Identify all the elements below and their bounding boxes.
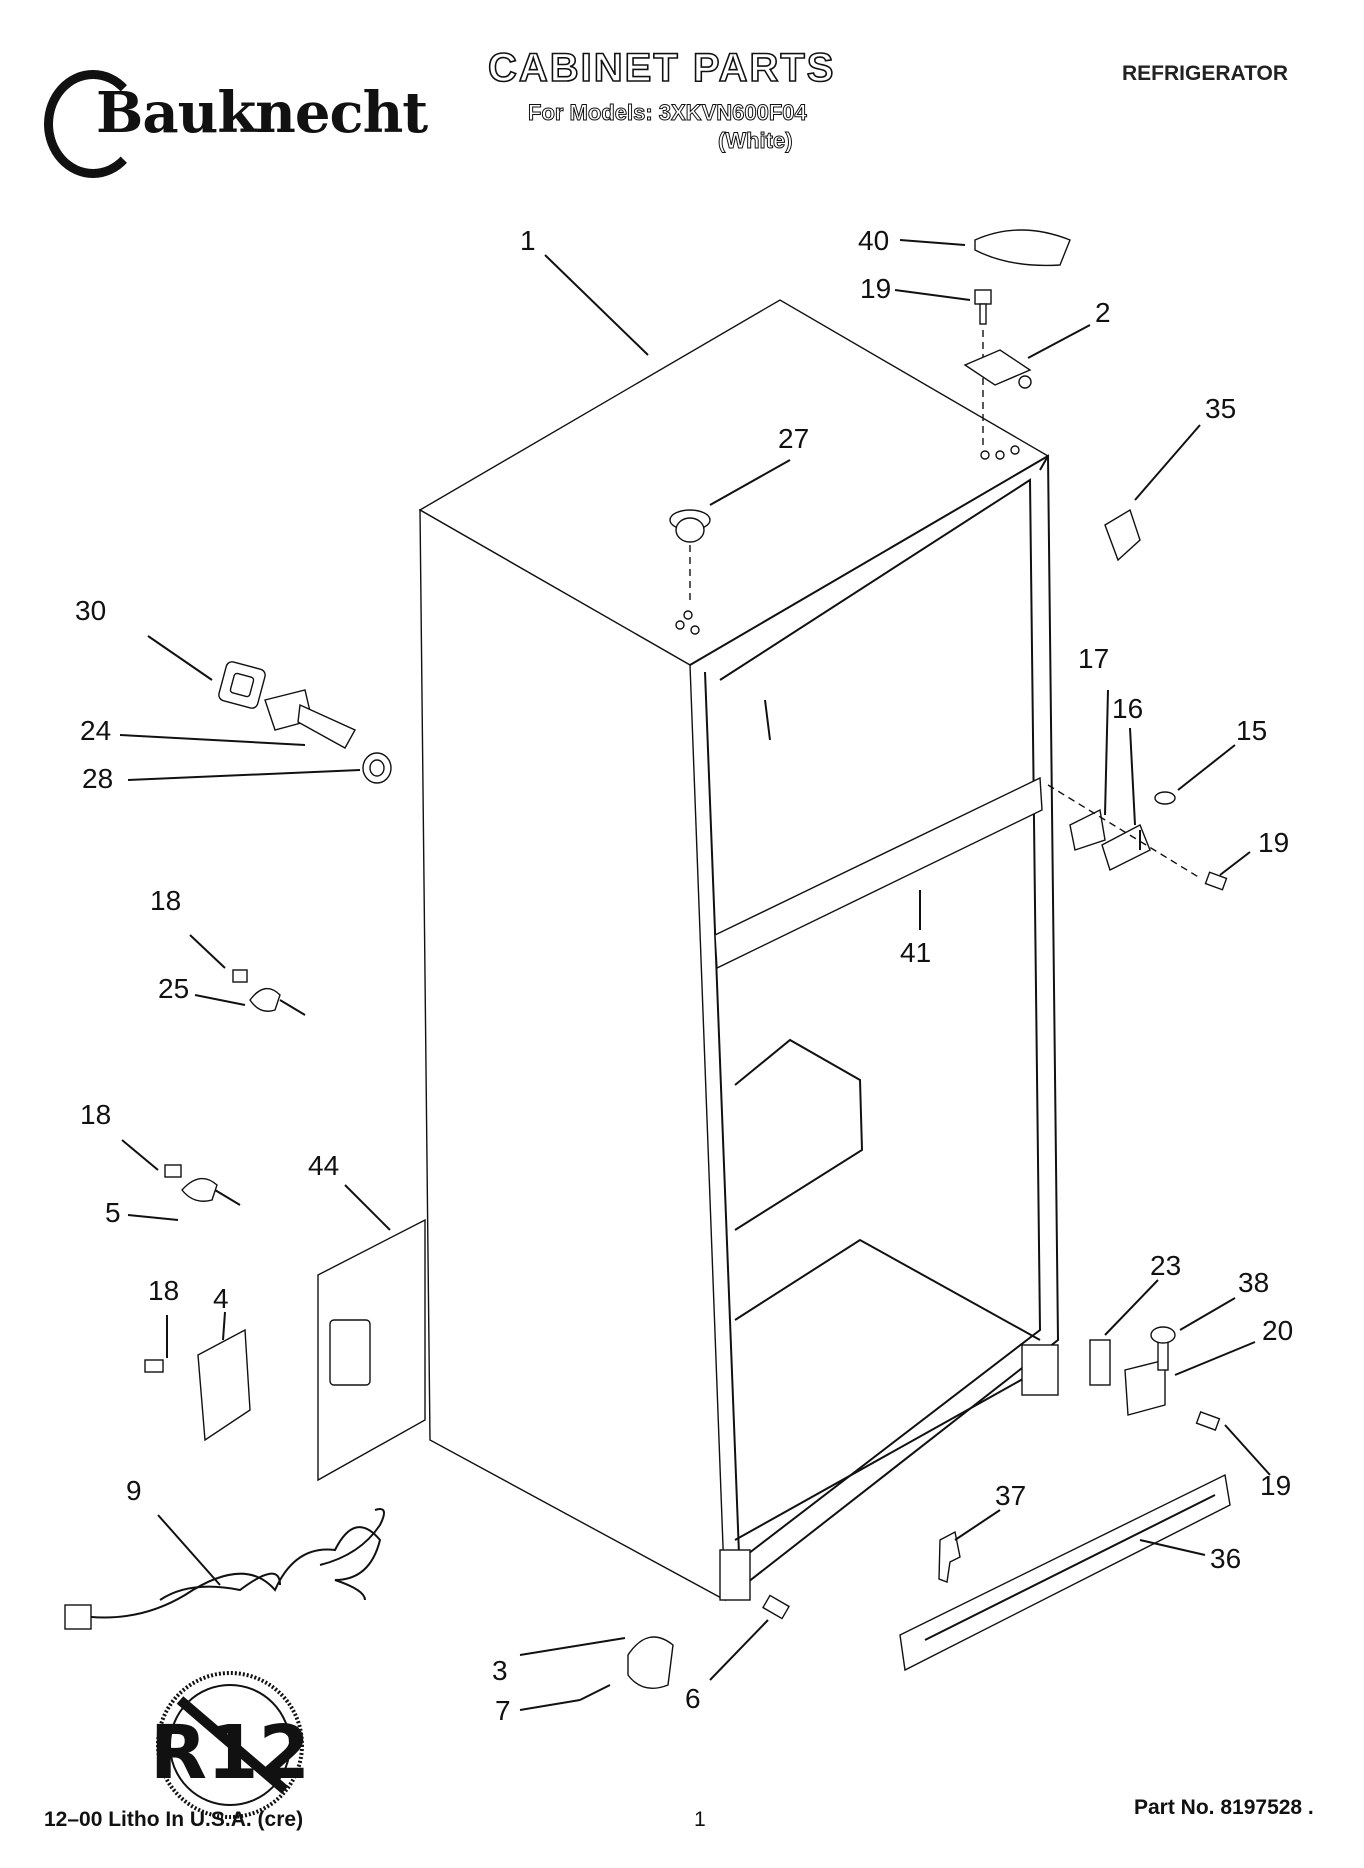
print-info: 12–00 Litho In U.S.A. (cre) (44, 1808, 304, 1831)
leg-screw (762, 1594, 790, 1620)
water-nut (362, 752, 392, 784)
callout-41: 41 (900, 937, 931, 968)
callout-4: 4 (213, 1283, 229, 1314)
water-gasket (218, 661, 266, 709)
callout-1: 1 (520, 225, 536, 256)
color-note: (White) (718, 128, 794, 154)
base-grille (899, 1473, 1231, 1672)
bottom-hinge-screw (1195, 1411, 1221, 1431)
leveling-leg-bracket (627, 1636, 674, 1689)
top-hinge-cover (974, 229, 1071, 267)
mid-hinge (1101, 824, 1151, 871)
no-r12-stamp: R12 (150, 1671, 310, 1819)
callout-5: 5 (105, 1197, 121, 1228)
callout-19-middle: 19 (1258, 827, 1289, 858)
part-number: Part No. 8197528 . (1134, 1796, 1314, 1819)
top-hinge (963, 349, 1032, 389)
callout-18-upper: 18 (150, 885, 181, 916)
callout-38: 38 (1238, 1267, 1269, 1298)
callout-3: 3 (492, 1655, 508, 1686)
callout-6: 6 (685, 1683, 701, 1714)
water-fitting (264, 689, 356, 749)
upper-tube-clamp (232, 969, 306, 1016)
bottom-hinge-shim (1089, 1339, 1111, 1386)
callout-44: 44 (308, 1150, 339, 1181)
callout-23: 23 (1150, 1250, 1181, 1281)
callout-2: 2 (1095, 297, 1111, 328)
access-cover (144, 1328, 251, 1442)
callout-labels: 1 2 3 4 5 6 7 9 15 16 17 18 18 18 19 19 … (75, 225, 1293, 1726)
callout-7: 7 (495, 1695, 511, 1726)
callout-18-lower: 18 (148, 1275, 179, 1306)
category-label: REFRIGERATOR (1122, 62, 1289, 85)
bottom-hinge (1124, 1339, 1169, 1416)
leader-lines (119, 239, 1271, 1711)
callout-30: 30 (75, 595, 106, 626)
top-plug-button (669, 509, 711, 605)
callout-27: 27 (778, 423, 809, 454)
power-cord (64, 1508, 385, 1630)
mid-hinge-shim (1069, 808, 1106, 851)
page-title: CABINET PARTS (487, 45, 836, 91)
callout-9: 9 (126, 1475, 142, 1506)
brand-name: Bauknecht (96, 80, 428, 146)
callout-36: 36 (1210, 1543, 1241, 1574)
callout-20: 20 (1262, 1315, 1293, 1346)
bracket-pin (579, 1684, 611, 1701)
bottom-hinge-washer (1150, 1326, 1176, 1344)
callout-28: 28 (82, 763, 113, 794)
callout-18-middle: 18 (80, 1099, 111, 1130)
mid-hinge-screw (1047, 784, 1228, 891)
callout-40: 40 (858, 225, 889, 256)
grille-clip (938, 1530, 961, 1583)
rear-panel (317, 1218, 426, 1482)
hinge-screw-top (974, 289, 992, 445)
mid-hinge-washer (1154, 791, 1176, 805)
callout-15: 15 (1236, 715, 1267, 746)
callout-19-bottom: 19 (1260, 1470, 1291, 1501)
models-line: For Models: 3XKVN600F04 (528, 100, 808, 126)
callout-24: 24 (80, 715, 111, 746)
logo-ring (44, 70, 142, 178)
callout-25: 25 (158, 973, 189, 1004)
stamp-text: R12 (150, 1710, 310, 1796)
callout-19-top: 19 (860, 273, 891, 304)
cabinet-body (418, 299, 1060, 1602)
callout-17: 17 (1078, 643, 1109, 674)
callout-35: 35 (1205, 393, 1236, 424)
hinge-side-cap (1104, 508, 1141, 562)
bauknecht-logo: Bauknecht (40, 62, 440, 178)
lower-tube-clamp (164, 1164, 241, 1206)
callout-16: 16 (1112, 693, 1143, 724)
page-number: 1 (694, 1808, 706, 1831)
callout-37: 37 (995, 1480, 1026, 1511)
